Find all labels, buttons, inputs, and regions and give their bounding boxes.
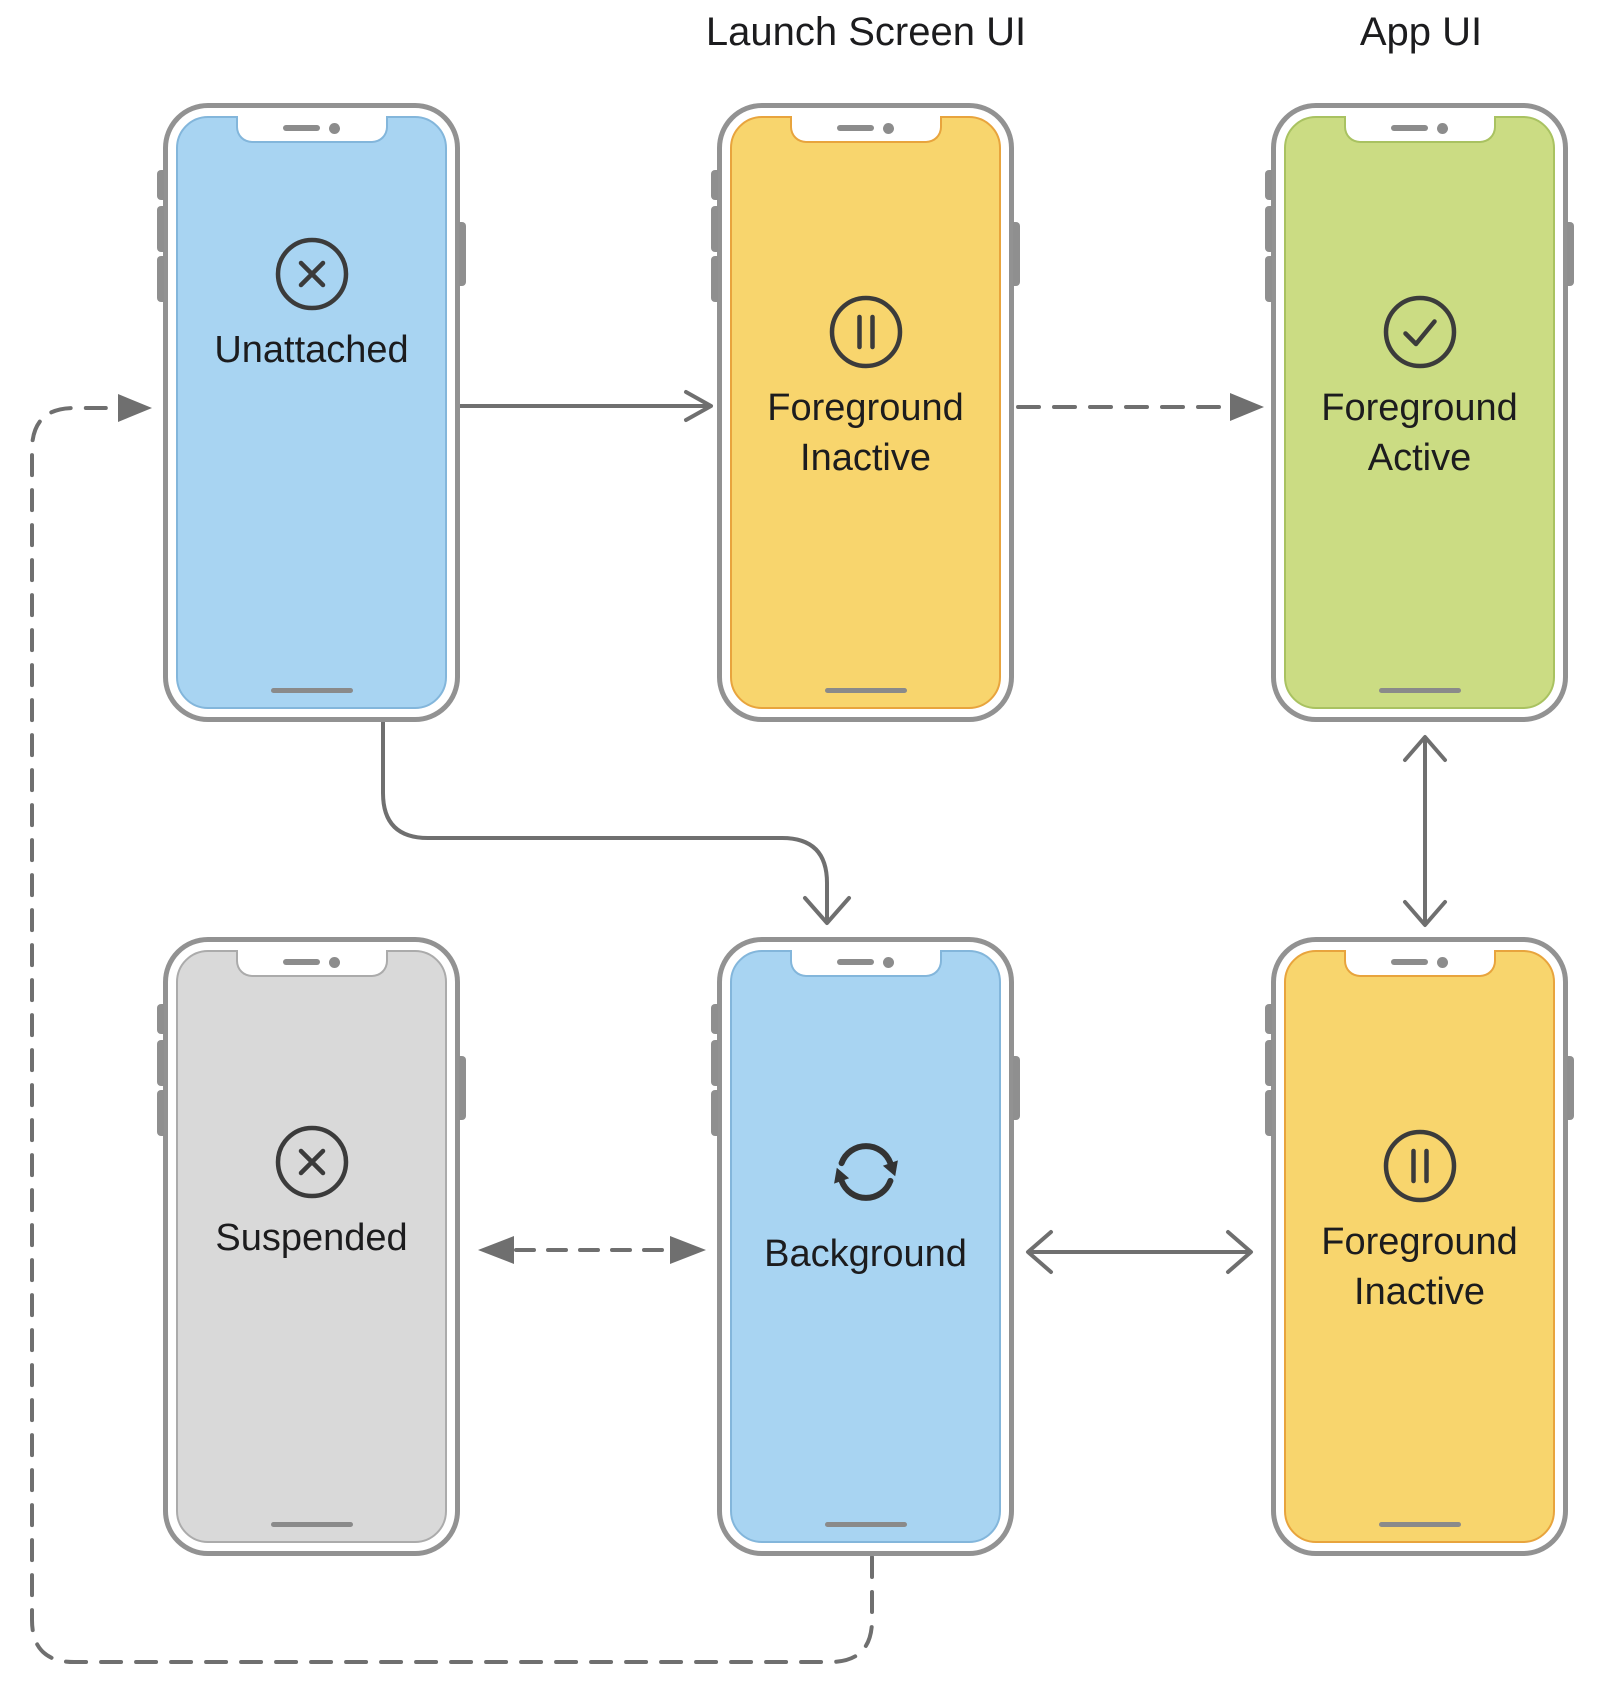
volume-down-button [711, 256, 718, 302]
power-button [1567, 1056, 1574, 1120]
volume-up-button [1265, 1040, 1272, 1086]
mute-switch [711, 1004, 718, 1034]
notch [789, 115, 942, 143]
column-header-app-ui: App UI [1359, 10, 1483, 54]
notch [235, 115, 388, 143]
state-label: Unattached [214, 329, 409, 371]
phone-foreground-inactive-launch: Foreground Inactive [711, 103, 1020, 722]
phone-foreground-inactive-app: Foreground Inactive [1265, 937, 1574, 1556]
state-label: Background [764, 1233, 967, 1275]
arrow-unattached-to-background [381, 720, 851, 925]
home-indicator [1378, 687, 1461, 693]
arrow-background-foreground-inactive-two-way [1026, 1230, 1253, 1274]
power-button [459, 222, 466, 286]
speaker-slot [283, 958, 320, 966]
check-circle-icon [1383, 295, 1456, 369]
camera-dot [883, 122, 894, 134]
phone-background: Background [711, 937, 1020, 1556]
x-circle-icon [275, 1125, 348, 1199]
state-label: Suspended [215, 1217, 408, 1259]
screen-background: Background [730, 949, 1001, 1543]
speaker-slot [1391, 124, 1428, 132]
camera-dot [1437, 956, 1448, 968]
x-circle-icon [275, 237, 348, 311]
mute-switch [1265, 170, 1272, 200]
phone-unattached: Unattached [157, 103, 466, 722]
column-header-launch-screen-ui: Launch Screen UI [705, 10, 1027, 54]
screen-suspended: Suspended [176, 949, 447, 1543]
mute-switch [1265, 1004, 1272, 1034]
power-button [459, 1056, 466, 1120]
volume-down-button [157, 256, 164, 302]
speaker-slot [837, 958, 874, 966]
phone-foreground-active: Foreground Active [1265, 103, 1574, 722]
volume-up-button [1265, 206, 1272, 252]
mute-switch [157, 170, 164, 200]
notch [1343, 949, 1496, 977]
volume-up-button [711, 1040, 718, 1086]
phone-suspended: Suspended [157, 937, 466, 1556]
state-label: Foreground Active [1321, 387, 1518, 479]
speaker-slot [837, 124, 874, 132]
volume-down-button [1265, 1090, 1272, 1136]
screen-foreground-inactive-launch: Foreground Inactive [730, 115, 1001, 709]
camera-dot [329, 122, 340, 134]
screen-foreground-active: Foreground Active [1284, 115, 1555, 709]
mute-switch [711, 170, 718, 200]
camera-dot [883, 956, 894, 968]
speaker-slot [283, 124, 320, 132]
volume-down-button [1265, 256, 1272, 302]
pause-circle-icon [1383, 1129, 1456, 1203]
arrow-suspended-background-two-way [478, 1236, 706, 1264]
volume-down-button [711, 1090, 718, 1136]
mute-switch [157, 1004, 164, 1034]
speaker-slot [1391, 958, 1428, 966]
arrow-background-to-unattached-loop [30, 394, 874, 1664]
volume-down-button [157, 1090, 164, 1136]
notch [789, 949, 942, 977]
camera-dot [1437, 122, 1448, 134]
volume-up-button [157, 206, 164, 252]
refresh-arrows-icon [833, 1143, 898, 1201]
arrow-foreground-inactive-to-foreground-active [1016, 393, 1264, 421]
camera-dot [329, 956, 340, 968]
volume-up-button [157, 1040, 164, 1086]
arrow-unattached-to-foreground-inactive [458, 390, 713, 422]
notch [1343, 115, 1496, 143]
screen-foreground-inactive-app: Foreground Inactive [1284, 949, 1555, 1543]
state-label: Foreground Inactive [1321, 1221, 1518, 1313]
screen-unattached: Unattached [176, 115, 447, 709]
power-button [1567, 222, 1574, 286]
volume-up-button [711, 206, 718, 252]
home-indicator [270, 1521, 353, 1527]
power-button [1013, 222, 1020, 286]
home-indicator [824, 1521, 907, 1527]
home-indicator [270, 687, 353, 693]
home-indicator [824, 687, 907, 693]
notch [235, 949, 388, 977]
home-indicator [1378, 1521, 1461, 1527]
state-label: Foreground Inactive [767, 387, 964, 479]
power-button [1013, 1056, 1020, 1120]
pause-circle-icon [829, 295, 902, 369]
arrow-foreground-active-foreground-inactive-two-way [1403, 735, 1447, 927]
